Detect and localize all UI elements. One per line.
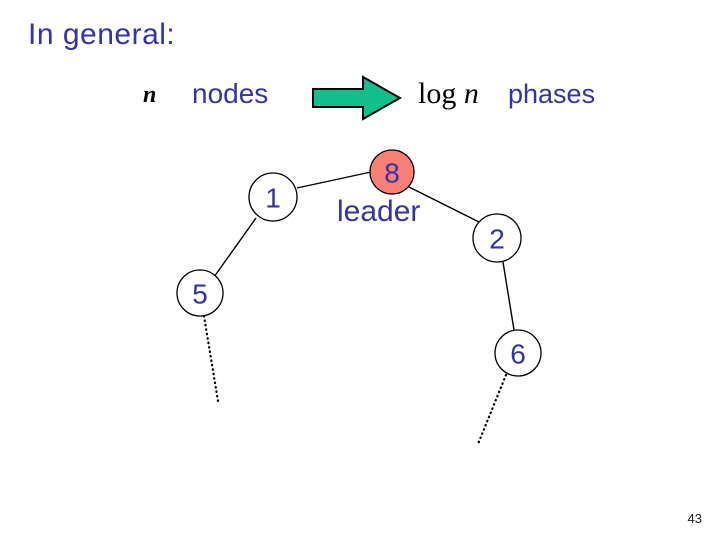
node-2-label: 2 (489, 224, 505, 255)
log-n-expression: log n (418, 79, 479, 109)
leader-label: leader (337, 195, 421, 228)
log-prefix: log (418, 77, 464, 110)
log-variable: n (463, 77, 479, 110)
node-1-label: 1 (265, 183, 281, 214)
nodes-label: nodes (192, 78, 269, 109)
edge-6-tail (476, 373, 508, 446)
node-8[interactable]: 8 (369, 149, 415, 195)
node-8-circle (369, 149, 415, 195)
node-1-circle (248, 172, 298, 222)
edge-8-2 (408, 186, 480, 223)
node-5[interactable]: 5 (176, 269, 224, 317)
node-6-circle (494, 329, 542, 377)
page-number: 43 (687, 511, 702, 526)
edge-2-6 (502, 261, 515, 331)
right-arrow-shape (312, 75, 403, 121)
n-variable-symbol: n (143, 82, 157, 108)
node-1[interactable]: 1 (248, 172, 298, 222)
node-6-label: 6 (510, 339, 526, 370)
node-5-circle (176, 269, 224, 317)
node-2[interactable]: 2 (472, 213, 522, 263)
node-5-label: 5 (192, 279, 208, 310)
node-6[interactable]: 6 (494, 329, 542, 377)
node-2-circle (472, 213, 522, 263)
edge-1-8 (296, 171, 372, 189)
edges-group (202, 171, 515, 446)
nodes-group: 1 8 2 6 5 (176, 149, 542, 377)
phases-label: phases (508, 79, 596, 109)
edge-1-5 (213, 217, 257, 278)
edge-5-tail (202, 314, 220, 403)
node-8-label: 8 (384, 158, 400, 189)
page-title: In general: (28, 18, 176, 51)
right-arrow-icon (312, 75, 403, 121)
